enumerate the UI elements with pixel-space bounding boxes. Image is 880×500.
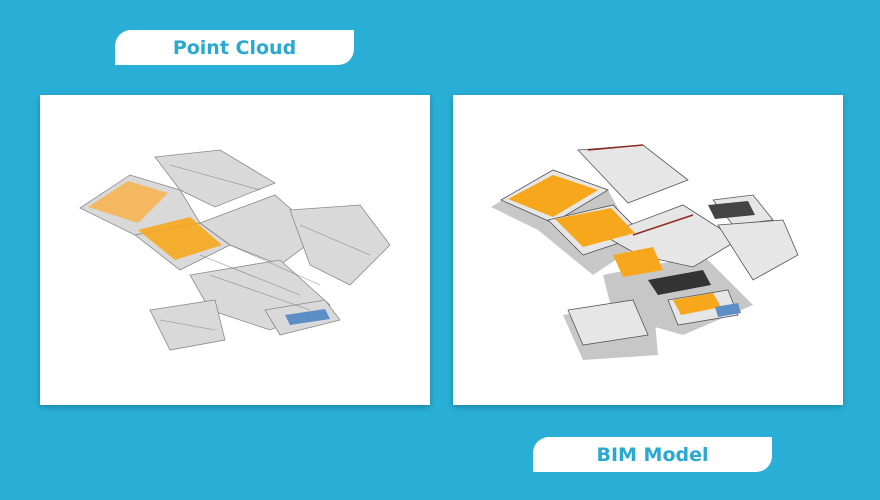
- point-cloud-building-illustration: [79, 149, 391, 351]
- point-cloud-orange-area: [138, 217, 222, 260]
- point-cloud-orange-area: [88, 181, 168, 223]
- bim-dark-roof: [708, 201, 755, 219]
- bim-model-image: [453, 95, 843, 405]
- point-cloud-blue-area: [285, 309, 330, 325]
- bim-orange-area: [508, 175, 598, 217]
- bim-dark-area: [648, 270, 711, 295]
- point-cloud-label: Point Cloud: [115, 30, 354, 65]
- point-cloud-image: [40, 95, 430, 405]
- bim-orange-area: [555, 208, 635, 247]
- bim-blue-area: [715, 303, 741, 317]
- bim-orange-area: [673, 293, 721, 315]
- bim-model-label: BIM Model: [533, 437, 772, 472]
- bim-building-illustration: [491, 144, 799, 360]
- bim-orange-area: [613, 247, 663, 277]
